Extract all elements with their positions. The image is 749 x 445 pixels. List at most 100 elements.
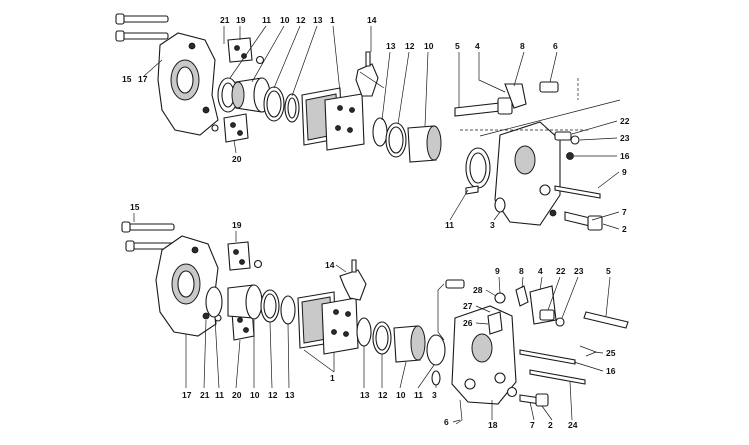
label-23: 23	[620, 133, 630, 143]
label-7: 7	[622, 207, 627, 217]
bottom-caliper-half-right	[451, 305, 517, 405]
bottom-pipe	[437, 283, 445, 341]
top-seal-11b	[465, 147, 491, 189]
label-5: 5	[455, 41, 460, 51]
label-7-bottom: 7	[530, 420, 535, 430]
label-2: 2	[622, 224, 627, 234]
label-13-bottom: 13	[285, 390, 295, 400]
top-leader-lines	[143, 25, 620, 230]
label-9: 9	[622, 167, 627, 177]
top-cap-23	[570, 135, 580, 145]
top-caliper-half-17	[157, 32, 219, 136]
label-22: 22	[620, 116, 630, 126]
bottom-part-28	[494, 292, 506, 304]
top-assembly	[115, 13, 621, 231]
bottom-piston-10	[227, 284, 263, 320]
bottom-seal-12b	[372, 321, 392, 355]
label-4-bottom: 4	[538, 266, 543, 276]
label-24-bottom: 24	[568, 420, 578, 430]
label-1: 1	[330, 15, 335, 25]
bottom-clip-25	[579, 345, 597, 357]
bottom-labels: 15 19 14 17 21 11 20 10 12 13 1 13 12 10…	[130, 202, 616, 430]
bottom-part-23	[555, 317, 565, 327]
label-9-bottom: 9	[495, 266, 500, 276]
label-18-bottom: 18	[488, 420, 498, 430]
label-11: 11	[262, 15, 271, 25]
label-11b-bottom: 11	[414, 390, 423, 400]
label-3-bottom: 3	[432, 390, 437, 400]
label-13b-bottom: 13	[360, 390, 370, 400]
bottom-part-5	[583, 311, 629, 329]
label-15-bottom: 15	[130, 202, 140, 212]
top-caliper-half-right	[494, 121, 561, 226]
top-nut-16	[566, 152, 574, 160]
top-spring-14	[355, 51, 385, 97]
bottom-spring-14	[339, 259, 367, 301]
top-brake-pads-1	[301, 87, 365, 151]
label-4: 4	[475, 41, 480, 51]
label-12: 12	[296, 15, 306, 25]
label-20-bottom: 20	[232, 390, 242, 400]
label-27-bottom: 27	[463, 301, 473, 311]
label-11b: 11	[445, 220, 454, 230]
label-16-bottom: 16	[606, 366, 616, 376]
bottom-ring-13	[280, 295, 296, 325]
top-bleed-screw	[465, 185, 479, 195]
bottom-assembly	[121, 221, 629, 425]
top-seal-12b	[385, 122, 407, 158]
bottom-brake-pads-1	[297, 291, 359, 355]
bottom-seal-12	[260, 289, 280, 323]
bottom-bolt-2	[535, 393, 549, 407]
bottom-leader-lines	[133, 213, 611, 423]
label-21: 21	[220, 15, 230, 25]
label-8: 8	[520, 41, 525, 51]
label-23-bottom: 23	[574, 266, 584, 276]
label-17: 17	[138, 74, 148, 84]
label-12b: 12	[405, 41, 415, 51]
bottom-washer	[506, 386, 518, 398]
bottom-pin-24	[529, 369, 586, 385]
label-1-bottom: 1	[330, 373, 335, 383]
top-screw-22	[554, 131, 572, 141]
label-10b-bottom: 10	[396, 390, 406, 400]
label-2-bottom: 2	[548, 420, 553, 430]
top-piston-10	[231, 77, 271, 113]
bottom-piston-10b	[393, 325, 426, 363]
top-pin-9	[554, 185, 601, 199]
label-15: 15	[122, 74, 132, 84]
label-22-bottom: 22	[556, 266, 566, 276]
top-plate-20	[211, 113, 249, 143]
label-10b: 10	[424, 41, 434, 51]
bottom-pipe-6	[455, 399, 463, 425]
top-bolt-15	[115, 13, 169, 42]
label-6: 6	[553, 41, 558, 51]
label-6-bottom: 6	[444, 417, 449, 427]
top-piston-10b	[407, 125, 442, 163]
label-11-bottom: 11	[215, 390, 224, 400]
bottom-seal-11	[205, 286, 223, 318]
bottom-ring-13b	[356, 317, 372, 347]
top-seal-12	[263, 86, 285, 122]
label-26-bottom: 26	[463, 318, 473, 328]
bottom-plate-19	[227, 241, 263, 271]
label-14-bottom: 14	[325, 260, 335, 270]
label-12-bottom: 12	[268, 390, 278, 400]
top-plate-19	[227, 37, 265, 65]
label-12b-bottom: 12	[378, 390, 388, 400]
bottom-caliper-half-17	[155, 235, 219, 337]
bottom-pin-16	[519, 349, 576, 365]
bottom-part-8	[515, 285, 529, 307]
bottom-part-22	[539, 309, 555, 321]
label-13b: 13	[386, 41, 396, 51]
top-fittings	[454, 78, 590, 131]
label-8-bottom: 8	[519, 266, 524, 276]
label-10-bottom: 10	[250, 390, 260, 400]
label-14: 14	[367, 15, 377, 25]
label-5-bottom: 5	[606, 266, 611, 276]
bottom-fitting	[445, 279, 465, 289]
top-labels: 21 19 11 10 12 13 1 14 15 17 20 13 12 10…	[122, 15, 630, 234]
top-ring-13	[284, 93, 300, 123]
label-16: 16	[620, 151, 630, 161]
label-21-bottom: 21	[200, 390, 210, 400]
